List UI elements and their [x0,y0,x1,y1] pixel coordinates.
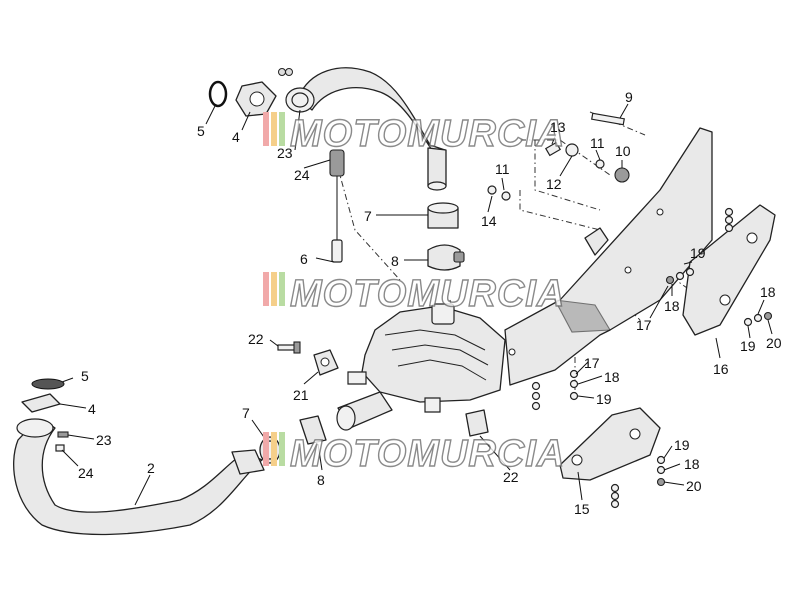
callout-8-lower: 8 [317,472,325,488]
watermark-stripe-red [263,432,269,466]
watermark-stripe-red [263,112,269,146]
bolt-22-upper [277,341,301,354]
pin-lower [57,431,69,438]
watermark-stripe-green [279,272,285,306]
clamp-upper [427,244,465,271]
callout-21: 21 [293,387,309,403]
callout-24-top: 24 [294,167,310,183]
callout-19-lower: 19 [596,391,612,407]
callout-13: 13 [550,119,566,135]
callout-10: 10 [615,143,631,159]
gasket-lower [31,378,65,390]
clamp-lower [299,415,327,445]
nut-lower [55,444,65,452]
callout-14: 14 [481,213,497,229]
callout-17-lower: 17 [584,355,600,371]
watermark-stripe-red [263,272,269,306]
callout-7-upper: 7 [364,208,372,224]
connector-pipe [336,391,393,431]
callout-4-lower: 4 [88,401,96,417]
gasket-top [208,80,228,108]
sleeve-upper [427,202,459,229]
callout-23-top: 23 [277,145,293,161]
callout-6: 6 [300,251,308,267]
bracket-22-lower [465,409,489,437]
watermark-stripe-green [279,112,285,146]
callout-11-left: 11 [495,161,510,177]
watermark-top: MOTOMURCIA [263,112,565,156]
callout-18-right: 18 [760,284,776,300]
callout-24-lower: 24 [78,465,94,481]
upper-header-pipe [285,67,447,191]
callout-16: 16 [713,361,729,377]
watermark-middle: MOTOMURCIA [263,272,565,316]
callout-20-upper: 20 [766,335,782,351]
callout-18-upper: 18 [664,298,680,314]
callout-7-lower: 7 [242,405,250,421]
heat-shield-lower [559,407,661,481]
callout-20-lower: 20 [686,478,702,494]
watermark-text-bottom: MOTOMURCIA [290,433,565,475]
callout-5-top: 5 [197,123,205,139]
watermark-stripe-orange [271,432,277,466]
bracket-21 [313,349,339,376]
catalyst-box [347,303,506,413]
callout-9: 9 [625,89,633,105]
callout-19-upper: 19 [690,245,706,261]
callout-23-lower: 23 [96,432,112,448]
muffler [504,127,713,386]
callout-19-right: 19 [740,338,756,354]
callout-5-lower: 5 [81,368,89,384]
flange-lower [21,393,61,413]
callout-22-upper: 22 [248,331,264,347]
callout-18-lower: 18 [604,369,620,385]
callout-15: 15 [574,501,590,517]
lower-header-pipe [13,418,265,536]
heat-shield-upper [682,204,776,336]
callout-8-upper: 8 [391,253,399,269]
flange-top [235,68,293,117]
watermark-text-top: MOTOMURCIA [290,113,565,155]
callout-22-lower: 22 [503,469,519,485]
callout-17-upper: 17 [636,317,652,333]
hardware-washers [487,112,773,509]
callout-2: 2 [147,460,155,476]
callout-11-right: 11 [590,135,605,151]
watermark-text-middle: MOTOMURCIA [290,273,565,315]
leader-lines [59,103,773,506]
callout-18-shield: 18 [684,456,700,472]
watermark-stripe-green [279,432,285,466]
callout-4-top: 4 [232,129,240,145]
callout-labels: 5 4 23 24 6 7 8 9 13 11 10 12 11 14 19 1… [78,89,782,517]
callout-19-shield: 19 [674,437,690,453]
oxygen-sensor [329,149,345,263]
watermark-stripe-orange [271,272,277,306]
watermark-stripe-orange [271,112,277,146]
callout-12: 12 [546,176,562,192]
watermark-bottom: MOTOMURCIA [263,432,565,476]
